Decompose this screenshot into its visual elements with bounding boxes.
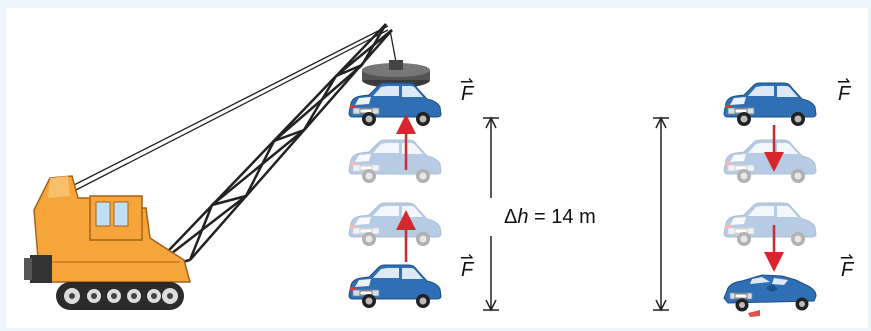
force-label-top-left: ⇀F	[461, 84, 473, 104]
force-label-bottom-left: ⇀F	[461, 260, 473, 280]
height-label: Δh = 14 m	[504, 207, 596, 227]
force-label-top-right: ⇀F	[838, 84, 850, 104]
force-label-bottom-right: ⇀F	[841, 260, 853, 280]
